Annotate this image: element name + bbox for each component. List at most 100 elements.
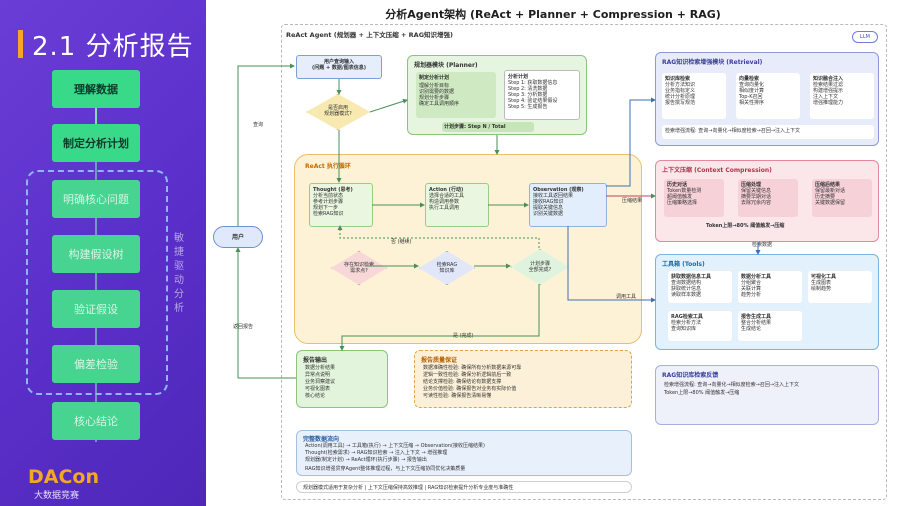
planner-tasks: 制定分析计划 理解分析目标 识别需要的数据 规划分析步骤 确定工具调用顺序 — [416, 72, 496, 118]
edge-label-rag-data: 检索数据 — [752, 242, 773, 248]
footer-note: 规划器模式适用于复杂分析 | 上下文压缩保持高效推理 | RAG知识检索提升分析… — [296, 481, 632, 493]
dataflow-module: 完整数据流向 Action(调用工具) → 工具箱(执行) → 上下文压缩 → … — [296, 430, 632, 476]
tool-card[interactable]: 获取数据信息工具 查询数据结构 获取统计信息 读取样本数据 — [668, 271, 732, 303]
edge-label-tool-call: 调用工具 — [616, 294, 637, 300]
tool-card[interactable]: 报告生成工具 整合分析结果 生成结论 — [738, 311, 802, 341]
quality-item: 业务价值检验: 确保报告对业务有实际价值 — [423, 386, 517, 392]
dacon-logo: DACon — [28, 466, 99, 488]
rag-col-title: 知识融合注入 — [813, 76, 844, 82]
tool-card[interactable]: 可视化工具 生成图表 绘制趋势 — [808, 271, 872, 303]
report-item: 可视化图表 — [305, 386, 331, 392]
edge-label-compress: 压缩结果 — [622, 198, 643, 204]
feedback-module: RAG知识库检索反馈 检索增强流程: 查询→向量化→相似度检索→召回→注入上下文… — [655, 365, 879, 425]
title-accent-bar — [18, 30, 23, 58]
footer-text: 规划器模式适用于复杂分析 | 上下文压缩保持高效推理 | RAG知识检索提升分析… — [303, 485, 514, 491]
quality-title: 报告质量保证 — [421, 357, 458, 364]
rag-col: 知识库检索 分析方法知识 业务指标定义 统计分析原理 报告撰写规范 — [662, 73, 726, 119]
compression-module: 上下文压缩 (Context Compression) 历史对话 Token数量… — [655, 160, 879, 242]
tool-title: 数据分析工具 — [741, 274, 772, 280]
rag-item: 构建增强提示 — [813, 88, 844, 94]
plan-done-decision: 计划步骤 全部完成? — [511, 249, 569, 285]
planner-item: 识别需要的数据 — [419, 89, 455, 95]
tool-item: 检索分析方法 — [671, 320, 702, 326]
quality-module: 报告质量保证 数据准确性检验: 确保所有分析数据来源可靠 逻辑一致性检验: 确保… — [414, 350, 632, 408]
compression-item: 摘要早期对话 — [741, 194, 772, 200]
step-core-question[interactable]: 明确核心问题 — [52, 180, 140, 218]
rag-query-node: 检索RAG 知识库 — [419, 251, 475, 285]
compression-item: 历史摘要 — [815, 194, 836, 200]
rag-item: 相似度计算 — [739, 88, 765, 94]
action-title: Action (行动) — [429, 187, 464, 193]
compression-item: 保留关键信息 — [741, 188, 772, 194]
planner-title: 规划器模块 (Planner) — [414, 62, 478, 69]
quality-item: 可读性检验: 确保报告清晰易懂 — [423, 393, 492, 399]
compression-item: 超阈值触发 — [667, 194, 693, 200]
compression-col-title: 压缩处理 — [741, 182, 762, 188]
plan-steps-title: 分析计划 — [508, 74, 529, 80]
frame-label: ReAct Agent (规划器 + 上下文压缩 + RAG知识增强) — [286, 31, 454, 39]
tool-item: 读取样本数据 — [671, 292, 702, 298]
tool-title: 报告生成工具 — [741, 314, 772, 320]
step-bias-check[interactable]: 偏差检验 — [52, 345, 140, 383]
report-item: 异常点说明 — [305, 372, 331, 378]
user-input-node: 用户查询输入 (问题 + 数据/图表信息) — [296, 55, 382, 79]
tools-module: 工具箱 (Tools) 获取数据信息工具 查询数据结构 获取统计信息 读取样本数… — [655, 254, 879, 350]
connector-line — [95, 108, 97, 124]
compression-col: 压缩后结果 保留最新对话 历史摘要 关键数据保留 — [812, 179, 872, 217]
rag-item: 查询向量化 — [739, 82, 765, 88]
thought-item: 分析当前状态 — [313, 193, 344, 199]
user-node[interactable]: 用户 — [213, 226, 263, 248]
tool-card[interactable]: RAG检索工具 检索分析方法 查询知识库 — [668, 311, 732, 341]
rag-module: RAG知识检索增强模块 (Retrieval) 知识库检索 分析方法知识 业务指… — [655, 52, 879, 146]
action-box: Action (行动) 选择合适的工具 构造调用参数 执行工具调用 — [425, 183, 489, 227]
dataflow-item: 规划器(制定计划) → ReAct循环(执行步骤) → 报告输出 — [305, 457, 427, 463]
rag-item: 检索结果过滤 — [813, 82, 844, 88]
observation-box: Observation (观察) 接收工具返回结果 接收RAG知识 提取关键信息… — [529, 183, 607, 227]
compression-item: 保留最新对话 — [815, 188, 846, 194]
agile-loop-group — [26, 170, 168, 395]
rag-item: 报告撰写规范 — [665, 100, 696, 106]
tool-item: 分组聚合 — [741, 280, 762, 286]
rag-item: 注入上下文 — [813, 94, 839, 100]
llm-badge: LLM — [852, 31, 878, 43]
report-title: 报告输出 — [303, 357, 328, 364]
compression-title: 上下文压缩 (Context Compression) — [662, 167, 772, 174]
feedback-title: RAG知识库检索反馈 — [662, 372, 719, 379]
edge-label-query: 查询 — [253, 122, 264, 128]
tool-item: 获取统计信息 — [671, 286, 702, 292]
planner-item: 理解分析目标 — [419, 83, 450, 89]
tool-item: 绘制趋势 — [811, 286, 832, 292]
step-verify-hypothesis[interactable]: 验证假设 — [52, 290, 140, 328]
rag-col-title: 向量检索 — [739, 76, 760, 82]
tool-item: 生成图表 — [811, 280, 832, 286]
planner-module: 规划器模块 (Planner) 制定分析计划 理解分析目标 识别需要的数据 规划… — [407, 55, 587, 135]
agile-side-note: 敏捷驱动分析 — [174, 233, 184, 314]
step-hypothesis-tree[interactable]: 构建假设树 — [52, 235, 140, 273]
action-item: 选择合适的工具 — [429, 193, 465, 199]
compression-item: 压缩策略选择 — [667, 200, 698, 206]
react-title: ReAct 执行循环 — [305, 163, 351, 170]
compression-col: 压缩处理 保留关键信息 摘要早期对话 去除冗余内容 — [738, 179, 798, 217]
compression-item: 关键数据保留 — [815, 200, 846, 206]
tool-card[interactable]: 数据分析工具 分组聚合 关联计算 趋势分析 — [738, 271, 802, 303]
observation-item: 接收RAG知识 — [533, 199, 564, 205]
rag-col: 知识融合注入 检索结果过滤 构建增强提示 注入上下文 增强推理能力 — [810, 73, 874, 119]
step-core-conclusion[interactable]: 核心结论 — [52, 402, 140, 440]
step-understand-data[interactable]: 理解数据 — [52, 70, 140, 108]
tool-item: 趋势分析 — [741, 292, 762, 298]
step-plan-analysis[interactable]: 制定分析计划 — [52, 124, 140, 162]
report-item: 业务洞察建议 — [305, 379, 336, 385]
logo-subtitle: 大数据竞赛 — [34, 491, 80, 501]
tool-item: 生成结论 — [741, 326, 762, 332]
compression-col-title: 历史对话 — [667, 182, 688, 188]
tool-item: 关联计算 — [741, 286, 762, 292]
dataflow-item: Thought(检索需求) → RAG知识检索 → 注入上下文 → 增强推理 — [305, 450, 448, 456]
compression-item: 去除冗余内容 — [741, 200, 772, 206]
compression-col: 历史对话 Token数量检测 超阈值触发 压缩策略选择 — [664, 179, 724, 217]
observation-item: 提取关键信息 — [533, 205, 564, 211]
react-loop: ReAct 执行循环 Thought (思考) 分析当前状态 参考计划步骤 规划… — [294, 154, 642, 344]
rag-item: Top-K召回 — [739, 94, 763, 100]
dataflow-item: Action(调用工具) → 工具箱(执行) → 上下文压缩 → Observa… — [305, 443, 485, 449]
slide-title: 2.1 分析报告 — [32, 32, 194, 62]
slide-panel: 2.1 分析报告 理解数据 制定分析计划 明确核心问题 构建假设树 验证假设 偏… — [0, 0, 206, 506]
